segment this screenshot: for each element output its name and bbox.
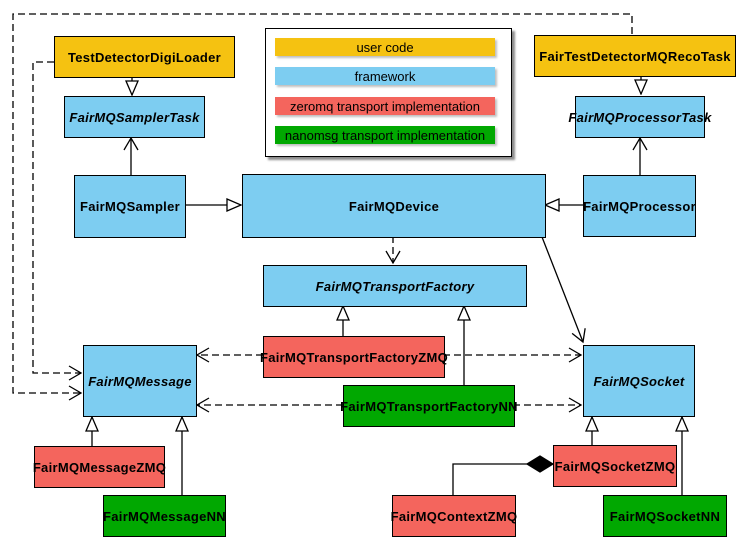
class-label: FairMQMessage (88, 373, 192, 389)
legend-item-zeromq: zeromq transport implementation (275, 97, 495, 115)
legend-label: user code (356, 39, 414, 55)
legend-item-user-code: user code (275, 38, 495, 56)
class-label: FairMQTransportFactoryZMQ (259, 349, 449, 365)
class-box-fairmqmessage: FairMQMessage (83, 345, 197, 417)
class-box-fairmqtransportfactoryzmq: FairMQTransportFactoryZMQ (259, 336, 449, 378)
class-label: FairMQTransportFactoryNN (340, 398, 518, 414)
class-label: FairMQMessageNN (103, 508, 226, 524)
legend-label: framework (354, 68, 416, 84)
class-box-fairmqmessagezmq: FairMQMessageZMQ (32, 446, 167, 488)
class-box-fairtestdetectormqrecotask: FairTestDetectorMQRecoTask (534, 35, 736, 77)
edge-dep-recotask-message (12, 13, 633, 401)
edge-composition-contextzmq-socketzmq (452, 463, 527, 495)
class-box-fairmqsocketnn: FairMQSocketNN (603, 495, 727, 537)
class-label: FairMQSocketNN (609, 508, 721, 524)
class-box-testdetectordigiloader: TestDetectorDigiLoader (54, 36, 235, 78)
legend-label: zeromq transport implementation (289, 98, 481, 114)
composition-diamond-icon (525, 455, 555, 473)
class-box-fairmqdevice: FairMQDevice (242, 174, 546, 238)
class-box-fairmqprocessortask: FairMQProcessorTask (568, 96, 711, 138)
class-label: FairMQProcessor (583, 198, 696, 214)
class-box-fairmqsocketzmq: FairMQSocketZMQ (553, 445, 677, 487)
legend-label: nanomsg transport implementation (284, 127, 486, 143)
class-label: FairMQMessageZMQ (32, 459, 167, 475)
class-label: FairMQDevice (348, 198, 440, 214)
class-box-fairmqsampler: FairMQSampler (74, 175, 186, 238)
class-box-fairmqtransportfactorynn: FairMQTransportFactoryNN (340, 385, 518, 427)
class-label: FairMQSampler (80, 199, 180, 214)
legend-panel: user code framework zeromq transport imp… (265, 28, 512, 157)
class-label: FairMQProcessorTask (568, 109, 712, 125)
class-label: FairMQSocket (593, 373, 685, 389)
edge-dep-digiloader-message (32, 61, 83, 381)
legend-item-framework: framework (275, 67, 495, 85)
class-box-fairmqprocessor: FairMQProcessor (583, 175, 696, 237)
class-box-fairmqmessagenn: FairMQMessageNN (103, 495, 226, 537)
legend-item-nanomsg: nanomsg transport implementation (275, 126, 495, 144)
class-label: TestDetectorDigiLoader (68, 49, 221, 65)
class-label: FairMQSocketZMQ (554, 458, 676, 474)
class-label: FairMQContextZMQ (390, 508, 518, 524)
class-box-fairmqtransportfactory: FairMQTransportFactory (263, 265, 527, 307)
class-box-fairmqsocket: FairMQSocket (583, 345, 695, 417)
class-label: FairMQTransportFactory (315, 278, 475, 294)
class-label: FairMQSamplerTask (69, 109, 200, 125)
edge-arrow-device-socket (541, 236, 586, 344)
class-box-fairmqcontextzmq: FairMQContextZMQ (390, 495, 518, 537)
class-box-fairmqsamplertask: FairMQSamplerTask (64, 96, 205, 138)
class-label: FairTestDetectorMQRecoTask (539, 48, 731, 64)
